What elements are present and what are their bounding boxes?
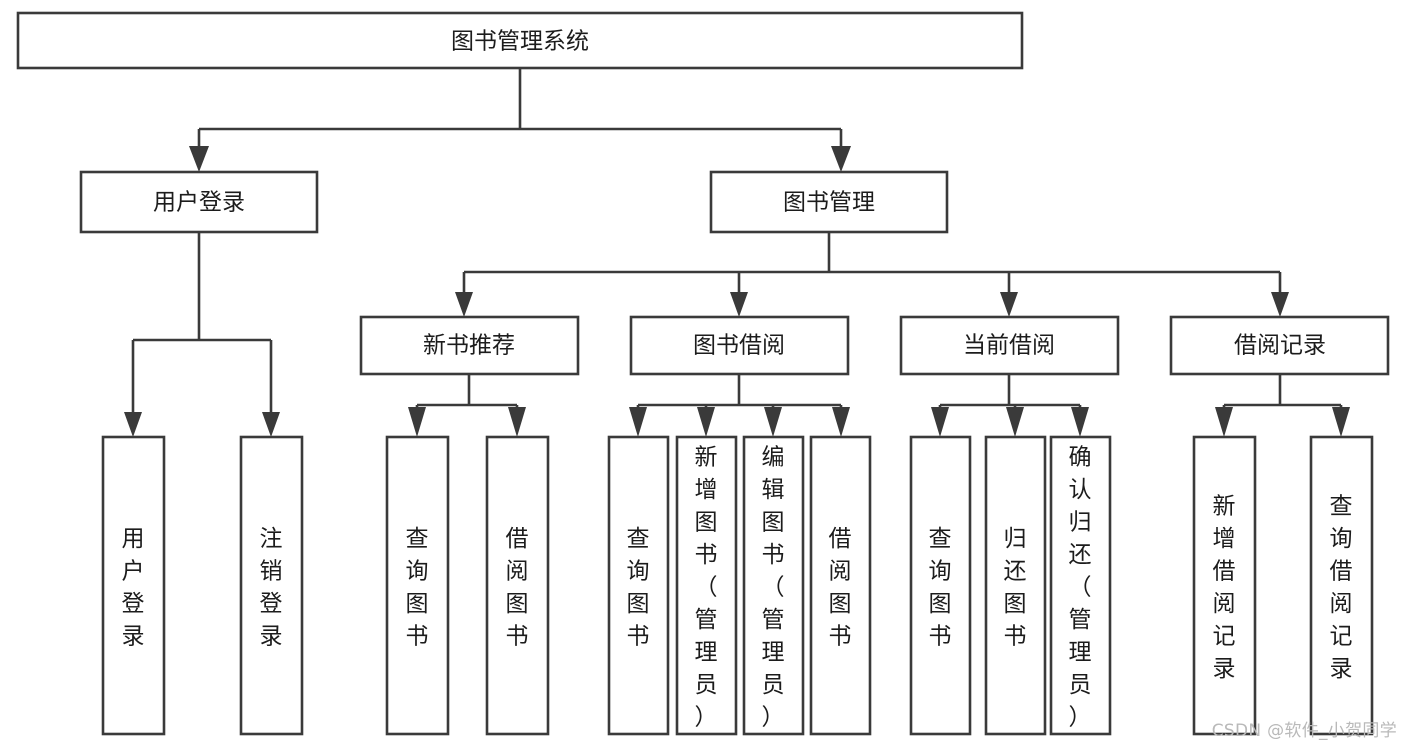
node-leaf-user-logout-label: 注销登录	[260, 526, 283, 650]
node-current-borrow[interactable]: 当前借阅	[899, 315, 1120, 376]
arrow-head-icon	[508, 407, 526, 437]
arrow-head-icon	[832, 407, 850, 437]
node-leaf-user-login[interactable]: 用户登录	[101, 435, 166, 736]
node-root-label: 图书管理系统	[451, 29, 589, 55]
arrow-head-icon	[455, 292, 473, 317]
node-leaf-query-book-rec[interactable]: 查询图书	[385, 435, 450, 736]
arrow-head-icon	[764, 407, 782, 437]
node-leaf-add-record-label: 新增借阅记录	[1213, 493, 1236, 682]
arrow-head-icon	[1215, 407, 1233, 437]
node-leaf-confirm-return[interactable]: 确认归还（管理员）	[1049, 435, 1112, 736]
arrow-head-icon	[831, 146, 851, 172]
node-leaf-return-book-label: 归还图书	[1004, 526, 1027, 650]
node-leaf-borrow-book-label: 借阅图书	[829, 526, 852, 650]
connector-bookmgmt-to-level3	[455, 232, 1289, 317]
node-user-login[interactable]: 用户登录	[79, 170, 319, 234]
arrow-head-icon	[1332, 407, 1350, 437]
arrow-head-icon	[730, 292, 748, 317]
node-leaf-return-book[interactable]: 归还图书	[984, 435, 1047, 736]
node-user-login-label: 用户登录	[153, 190, 245, 216]
node-new-book-recommend[interactable]: 新书推荐	[359, 315, 580, 376]
node-leaf-add-book[interactable]: 新增图书（管理员）	[675, 435, 738, 736]
arrow-head-icon	[262, 412, 280, 437]
node-book-management-label: 图书管理	[783, 190, 875, 216]
arrow-head-icon	[1271, 292, 1289, 317]
node-leaf-query-record-label: 查询借阅记录	[1330, 493, 1353, 682]
node-leaf-confirm-return-label: 确认归还（管理员）	[1069, 445, 1092, 731]
node-book-management[interactable]: 图书管理	[709, 170, 949, 234]
arrow-head-icon	[629, 407, 647, 437]
node-leaf-add-book-label: 新增图书（管理员）	[695, 445, 718, 731]
arrow-head-icon	[189, 146, 209, 172]
node-leaf-query-book-borrow[interactable]: 查询图书	[607, 435, 670, 736]
arrow-head-icon	[697, 407, 715, 437]
connector-root-to-level2	[189, 68, 851, 172]
node-leaf-user-logout[interactable]: 注销登录	[239, 435, 304, 736]
node-leaf-borrow-book-rec-label: 借阅图书	[506, 526, 529, 650]
arrow-head-icon	[408, 407, 426, 437]
node-borrow-record[interactable]: 借阅记录	[1169, 315, 1390, 376]
arrow-head-icon	[1000, 292, 1018, 317]
connector-userlogin-to-leaves	[124, 232, 280, 437]
node-leaf-query-book-rec-label: 查询图书	[406, 526, 429, 650]
node-leaf-edit-book-label: 编辑图书（管理员）	[762, 445, 785, 731]
connector-borrowrecord-to-leaves	[1215, 374, 1350, 437]
arrow-head-icon	[1071, 407, 1089, 437]
node-new-book-recommend-label: 新书推荐	[423, 333, 515, 359]
node-leaf-query-record[interactable]: 查询借阅记录	[1309, 435, 1374, 736]
node-leaf-query-book-borrow-label: 查询图书	[627, 526, 650, 650]
node-borrow-record-label: 借阅记录	[1234, 333, 1326, 359]
node-book-borrow-label: 图书借阅	[693, 333, 785, 359]
node-leaf-add-record[interactable]: 新增借阅记录	[1192, 435, 1257, 736]
connector-bookborrow-to-leaves	[629, 374, 850, 437]
arrow-head-icon	[124, 412, 142, 437]
node-leaf-borrow-book-rec[interactable]: 借阅图书	[485, 435, 550, 736]
arrow-head-icon	[931, 407, 949, 437]
node-leaf-query-book-current-label: 查询图书	[929, 526, 952, 650]
arrow-head-icon	[1006, 407, 1024, 437]
node-book-borrow[interactable]: 图书借阅	[629, 315, 850, 376]
connector-newbook-to-leaves	[408, 374, 526, 437]
node-root[interactable]: 图书管理系统	[16, 11, 1024, 70]
node-leaf-edit-book[interactable]: 编辑图书（管理员）	[742, 435, 805, 736]
node-leaf-user-login-label: 用户登录	[122, 526, 145, 650]
node-leaf-borrow-book[interactable]: 借阅图书	[809, 435, 872, 736]
connector-currentborrow-to-leaves	[931, 374, 1089, 437]
node-current-borrow-label: 当前借阅	[963, 333, 1055, 359]
node-leaf-query-book-current[interactable]: 查询图书	[909, 435, 972, 736]
